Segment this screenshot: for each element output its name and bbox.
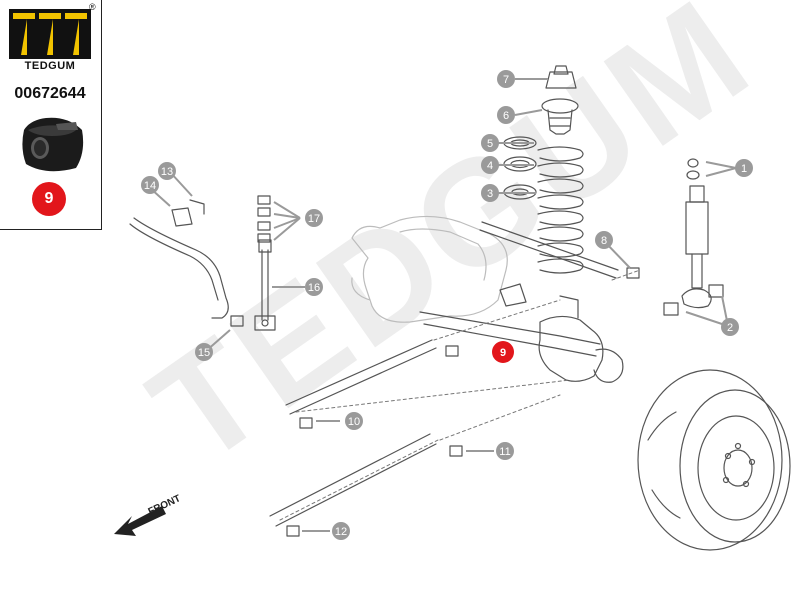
- callout-14-label: 14: [144, 180, 156, 192]
- tedgum-logo: [9, 9, 91, 59]
- callout-5: 5: [481, 134, 499, 152]
- wheel: [637, 369, 791, 551]
- callout-13-label: 13: [161, 166, 173, 178]
- part-number: 00672644: [14, 85, 86, 102]
- callout-8: 8: [595, 231, 613, 249]
- callout-15-label: 15: [198, 347, 210, 359]
- brand-name: TEDGUM: [24, 60, 76, 72]
- callout-13: 13: [158, 162, 176, 180]
- callout-1-label: 1: [741, 163, 747, 175]
- callout-7: 7: [497, 70, 515, 88]
- watermark-text: TEDGUM: [122, 0, 780, 496]
- callout-12-label: 12: [335, 526, 347, 538]
- registered-mark: ®: [89, 2, 96, 12]
- callout-4-label: 4: [487, 160, 493, 172]
- callout-16-label: 16: [308, 282, 320, 294]
- callout-6: 6: [497, 106, 515, 124]
- callout-8-label: 8: [601, 235, 607, 247]
- callout-12: 12: [332, 522, 350, 540]
- callout-10: 10: [345, 412, 363, 430]
- callout-3: 3: [481, 184, 499, 202]
- callout-17: 17: [305, 209, 323, 227]
- callout-2: 2: [721, 318, 739, 336]
- bushing-product-photo: [22, 117, 84, 172]
- callout-11: 11: [496, 442, 514, 460]
- callout-4: 4: [481, 156, 499, 174]
- callout-9-label: 9: [500, 347, 506, 359]
- callout-2-label: 2: [727, 322, 733, 334]
- callout-16: 16: [305, 278, 323, 296]
- differential-housing: [351, 215, 508, 323]
- shock-absorber: [663, 158, 724, 316]
- front-direction-arrow: FRONT: [114, 493, 182, 536]
- callout-17-label: 17: [308, 213, 320, 225]
- product-info-panel: ® TEDGUM 00672644 9: [0, 0, 102, 230]
- callout-14: 14: [141, 176, 159, 194]
- callout-6-label: 6: [503, 110, 509, 122]
- callout-badges: 1 2 3 4 5 6 7 8 9 10 11 12 13 14 15 16 1…: [141, 70, 753, 540]
- callout-11-label: 11: [499, 446, 510, 458]
- callout-1: 1: [735, 159, 753, 177]
- callout-10-label: 10: [348, 416, 360, 428]
- callout-9: 9: [492, 341, 514, 363]
- callout-3-label: 3: [487, 188, 493, 200]
- callout-15: 15: [195, 343, 213, 361]
- callout-7-label: 7: [503, 74, 509, 86]
- coil-spring: [537, 146, 584, 274]
- highlighted-callout-badge: 9: [32, 182, 66, 216]
- callout-5-label: 5: [487, 138, 493, 150]
